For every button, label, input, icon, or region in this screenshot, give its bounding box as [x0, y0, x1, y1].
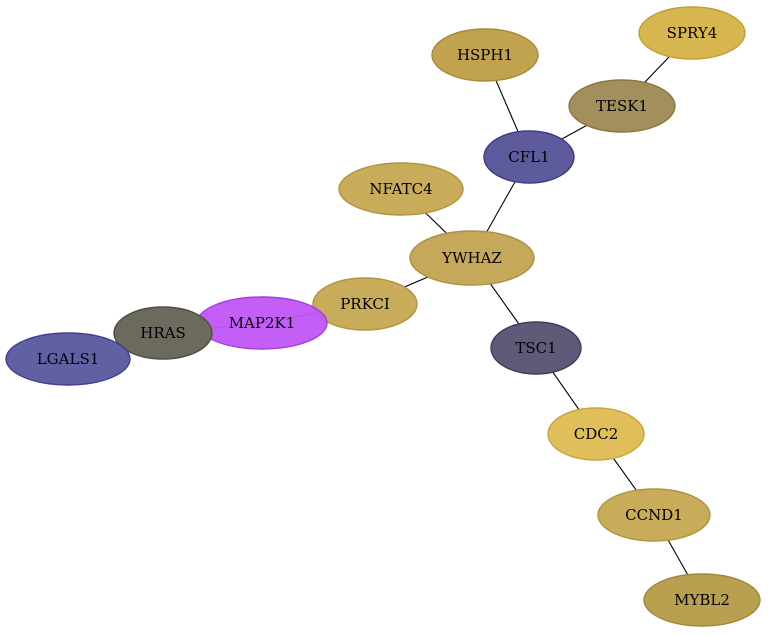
- node-label-cfl1: CFL1: [508, 148, 549, 166]
- node-ccnd1[interactable]: CCND1: [597, 488, 711, 542]
- node-shape-ywhaz: [409, 230, 535, 286]
- node-label-ywhaz: YWHAZ: [441, 249, 502, 267]
- node-cfl1[interactable]: CFL1: [483, 130, 575, 184]
- node-label-lgals1: LGALS1: [37, 350, 100, 368]
- node-label-spry4: SPRY4: [667, 24, 718, 42]
- node-shape-mybl2: [643, 573, 761, 627]
- node-label-cdc2: CDC2: [574, 425, 619, 443]
- node-label-map2k1: MAP2K1: [229, 314, 296, 332]
- node-shape-ccnd1: [597, 488, 711, 542]
- node-shape-hsph1: [431, 28, 539, 82]
- node-cdc2[interactable]: CDC2: [547, 407, 645, 461]
- node-shape-cfl1: [483, 130, 575, 184]
- node-label-tesk1: TESK1: [596, 97, 648, 115]
- node-hsph1[interactable]: HSPH1: [431, 28, 539, 82]
- node-shape-nfatc4: [338, 162, 464, 216]
- node-shape-tesk1: [568, 79, 676, 133]
- node-shape-hras: [113, 306, 213, 360]
- node-lgals1[interactable]: LGALS1: [5, 332, 131, 386]
- node-nfatc4[interactable]: NFATC4: [338, 162, 464, 216]
- node-label-ccnd1: CCND1: [625, 506, 683, 524]
- node-label-hras: HRAS: [140, 324, 185, 342]
- node-tesk1[interactable]: TESK1: [568, 79, 676, 133]
- node-ywhaz[interactable]: YWHAZ: [409, 230, 535, 286]
- node-shape-prkci: [312, 277, 418, 331]
- node-hras[interactable]: HRAS: [113, 306, 213, 360]
- node-label-prkci: PRKCI: [340, 295, 390, 313]
- node-label-hsph1: HSPH1: [457, 46, 513, 64]
- node-label-tsc1: TSC1: [515, 339, 556, 357]
- node-label-mybl2: MYBL2: [674, 591, 730, 609]
- node-shape-tsc1: [490, 321, 582, 375]
- node-prkci[interactable]: PRKCI: [312, 277, 418, 331]
- node-shape-lgals1: [5, 332, 131, 386]
- node-map2k1[interactable]: MAP2K1: [196, 296, 328, 350]
- node-label-nfatc4: NFATC4: [369, 180, 432, 198]
- node-shape-spry4: [638, 6, 746, 60]
- node-shape-cdc2: [547, 407, 645, 461]
- node-spry4[interactable]: SPRY4: [638, 6, 746, 60]
- node-tsc1[interactable]: TSC1: [490, 321, 582, 375]
- node-mybl2[interactable]: MYBL2: [643, 573, 761, 627]
